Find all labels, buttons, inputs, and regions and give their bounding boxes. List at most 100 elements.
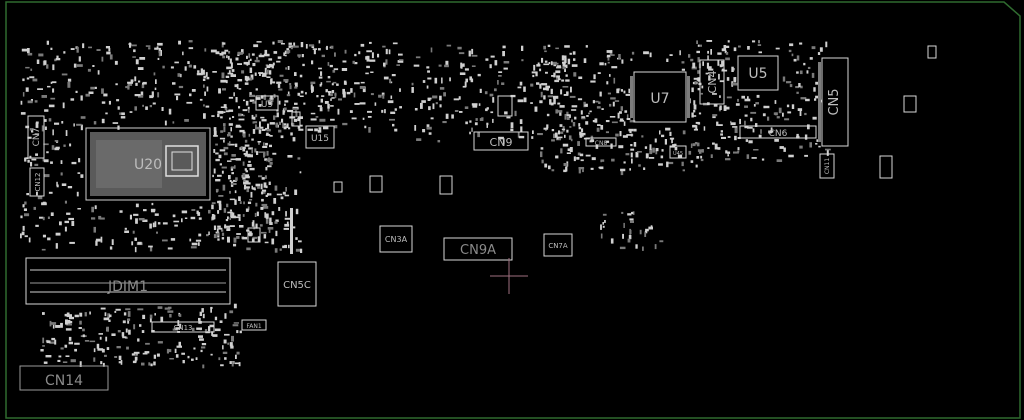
passive-pad <box>158 47 161 53</box>
passive-pad <box>116 99 120 102</box>
passive-pad <box>201 346 206 349</box>
passive-pad <box>219 320 223 323</box>
passive-pad <box>521 59 524 62</box>
passive-pad <box>469 131 471 135</box>
passive-pad <box>725 158 731 161</box>
passive-pad <box>184 217 188 219</box>
cn14-connector[interactable]: CN14 <box>19 365 109 391</box>
cn9a-connector[interactable]: CN9A <box>443 237 513 261</box>
u9-chip[interactable]: U9 <box>255 95 279 111</box>
passive-pad <box>758 40 760 44</box>
passive-pad <box>229 58 232 64</box>
passive-pad <box>170 238 176 241</box>
passive-pad <box>219 163 222 166</box>
passive-pad <box>105 46 110 49</box>
passive-pad <box>611 121 618 124</box>
passive-pad <box>242 133 246 138</box>
cn11-connector[interactable]: CN11 <box>819 153 835 179</box>
passive-pad <box>297 125 301 129</box>
passive-pad <box>225 80 228 84</box>
passive-pad <box>681 68 685 71</box>
cn9-connector[interactable]: CN9 <box>473 131 529 151</box>
cn13-connector[interactable]: CN13 <box>151 321 215 333</box>
passive-pad <box>697 57 700 63</box>
passive-pad <box>311 45 315 48</box>
passive-pad <box>779 146 784 149</box>
passive-pad <box>20 112 26 115</box>
passive-pad <box>221 170 224 174</box>
cn8-connector[interactable]: CN8 <box>585 137 617 147</box>
cn7a-connector[interactable]: CN7A <box>543 233 573 257</box>
passive-pad <box>383 76 389 80</box>
passive-pad <box>255 183 261 187</box>
passive-pad <box>287 66 290 70</box>
cn4-connector[interactable]: CN4 <box>699 59 725 105</box>
passive-pad <box>428 106 431 111</box>
cn5c-connector[interactable]: CN5C <box>277 261 317 307</box>
u45-chip[interactable]: U45 <box>669 145 687 159</box>
cn6-connector[interactable]: CN6 <box>739 125 817 139</box>
passive-pad <box>229 117 231 120</box>
passive-pad <box>65 328 72 331</box>
small-vertical-connector[interactable] <box>879 155 893 179</box>
passive-pad <box>441 77 443 84</box>
u7-chip[interactable]: U7 <box>630 71 690 123</box>
passive-pad <box>536 82 540 85</box>
passive-pad <box>236 236 240 239</box>
cn7-connector[interactable]: CN7 <box>27 115 45 159</box>
passive-pad <box>592 100 595 104</box>
passive-pad <box>99 336 102 340</box>
passive-pad <box>610 54 615 56</box>
passive-pad <box>132 56 136 58</box>
passive-pad <box>268 100 272 105</box>
passive-pad <box>556 138 561 141</box>
passive-pad <box>698 112 702 115</box>
cn5-label: CN5 <box>827 88 842 115</box>
passive-pad <box>723 45 727 51</box>
u20-cpu-package[interactable]: U20 <box>85 127 211 201</box>
passive-pad <box>25 157 29 160</box>
passive-pad <box>649 144 652 150</box>
passive-pad <box>591 157 596 161</box>
passive-pad <box>217 232 220 236</box>
passive-pad <box>328 91 332 93</box>
fan1-connector[interactable]: FAN1 <box>241 319 267 331</box>
cn3a-connector[interactable]: CN3A <box>379 225 413 253</box>
passive-pad <box>696 40 698 44</box>
passive-pad <box>208 326 211 332</box>
passive-pad <box>259 126 264 129</box>
passive-pad <box>69 316 74 320</box>
passive-components <box>20 40 831 369</box>
passive-pad <box>26 77 30 80</box>
cn5-connector[interactable]: CN5 <box>818 57 849 147</box>
passive-pad <box>471 48 474 55</box>
passive-pad <box>700 158 704 162</box>
passive-pad <box>267 158 273 161</box>
passive-pad <box>284 223 290 227</box>
passive-pad <box>151 202 154 206</box>
passive-pad <box>581 128 584 133</box>
passive-pad <box>167 247 173 250</box>
passive-pad <box>414 125 417 131</box>
passive-pad <box>89 340 96 343</box>
passive-pad <box>245 186 250 189</box>
passive-pad <box>317 105 322 107</box>
passive-pad <box>369 59 376 62</box>
jdim1-memory-slot[interactable]: JDIM1 <box>25 257 231 305</box>
passive-pad <box>688 150 692 155</box>
passive-pad <box>543 63 550 66</box>
u5-chip[interactable]: U5 <box>737 55 779 91</box>
passive-pad <box>211 204 214 210</box>
passive-pad <box>265 142 268 146</box>
u15-chip[interactable]: U15 <box>305 125 335 149</box>
passive-pad <box>278 207 281 211</box>
passive-pad <box>815 95 820 99</box>
cn12-connector[interactable]: CN12 <box>29 167 45 197</box>
passive-pad <box>712 93 717 95</box>
passive-pad <box>367 110 372 113</box>
passive-pad <box>125 328 128 333</box>
passive-pad <box>157 57 160 60</box>
passive-pad <box>426 126 432 130</box>
passive-pad <box>250 191 253 198</box>
passive-pad <box>276 193 283 196</box>
